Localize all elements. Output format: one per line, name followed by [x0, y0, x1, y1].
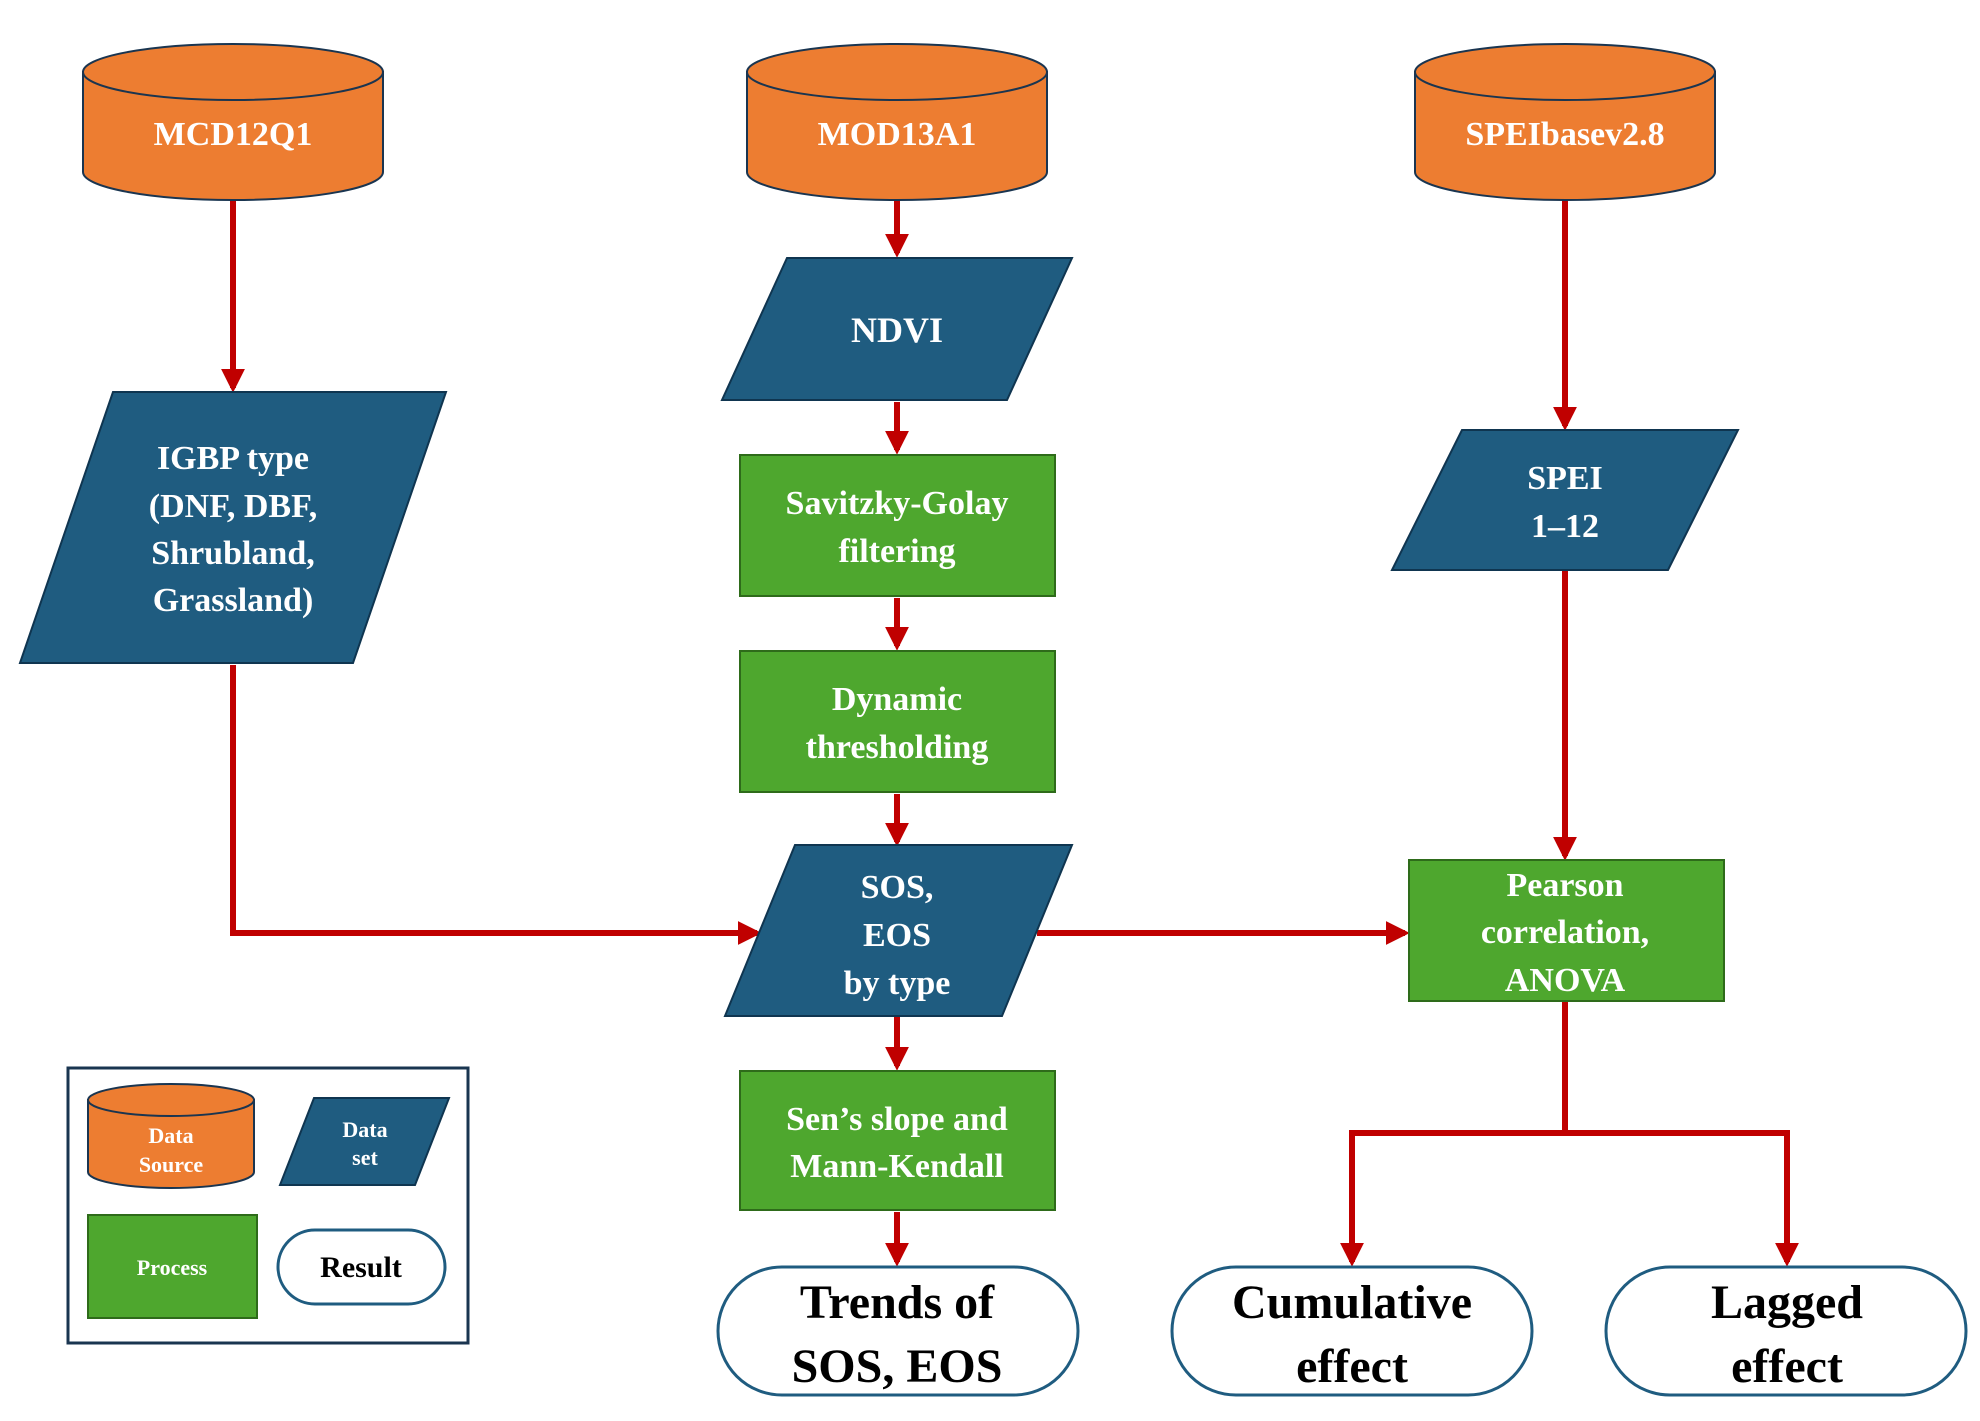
result-lagged: Lagged effect [1604, 1265, 1968, 1397]
mod13a1-label: MOD13A1 [818, 116, 977, 153]
data-source-mcd12q1: MCD12Q1 [82, 43, 384, 201]
arrow-pearson-to-cumulative [1340, 1002, 1568, 1267]
legend-data-source-line-2: Source [139, 1152, 204, 1177]
result-cumulative: Cumulative effect [1170, 1265, 1534, 1397]
process-dyn-thresh: Dynamic thresholding [739, 650, 1056, 793]
spei-line-2: 1–12 [1531, 508, 1599, 545]
lagged-line-1: Lagged [1711, 1276, 1863, 1329]
legend-process-label: Process [137, 1255, 208, 1280]
process-pearson: Pearson correlation, ANOVA [1408, 859, 1725, 1002]
igbp-line-4: Grassland) [153, 582, 314, 619]
mcd12q1-label: MCD12Q1 [154, 116, 313, 153]
cumulative-line-2: effect [1296, 1340, 1408, 1393]
sos-eos-line-1: SOS, [861, 869, 934, 906]
data-set-spei: SPEI 1–12 [1390, 429, 1740, 571]
dyn-thresh-line-1: Dynamic [832, 681, 962, 718]
legend-data-set-line-1: Data [342, 1117, 387, 1142]
sos-eos-line-3: by type [844, 965, 951, 1002]
legend-process: Process [87, 1214, 258, 1319]
legend-data-set-line-2: set [352, 1145, 378, 1170]
igbp-line-3: Shrubland, [151, 535, 315, 572]
ndvi-label: NDVI [851, 310, 943, 350]
process-sg-filter: Savitzky-Golay filtering [739, 454, 1056, 597]
legend-result-label: Result [320, 1251, 402, 1284]
legend-data-set: Data set [278, 1097, 451, 1186]
pearson-line-1: Pearson [1506, 867, 1623, 904]
legend-data-source-line-1: Data [148, 1123, 193, 1148]
trends-line-2: SOS, EOS [792, 1340, 1003, 1393]
sens-line-1: Sen’s slope and [786, 1101, 1008, 1138]
arrow-igbp-to-sos-eos [230, 665, 762, 945]
data-set-ndvi: NDVI [720, 257, 1074, 401]
sg-filter-line-1: Savitzky-Golay [786, 485, 1009, 522]
sens-line-2: Mann-Kendall [790, 1148, 1003, 1185]
pearson-line-3: ANOVA [1505, 962, 1626, 999]
igbp-line-2: (DNF, DBF, [149, 488, 317, 525]
dyn-thresh-line-2: thresholding [806, 729, 989, 766]
legend: Data Source Data set Process Result [66, 1066, 470, 1345]
legend-result: Result [276, 1228, 447, 1306]
legend-data-source: Data Source [87, 1083, 255, 1189]
process-sens: Sen’s slope and Mann-Kendall [739, 1070, 1056, 1211]
data-set-igbp: IGBP type (DNF, DBF, Shrubland, Grasslan… [18, 391, 448, 664]
data-set-sos-eos: SOS, EOS by type [723, 844, 1074, 1017]
sg-filter-line-2: filtering [838, 533, 955, 570]
lagged-line-2: effect [1731, 1340, 1843, 1393]
arrow-pearson-to-lagged [1565, 1130, 1799, 1267]
igbp-line-1: IGBP type [157, 440, 309, 477]
speibase-label: SPEIbasev2.8 [1465, 116, 1664, 153]
cumulative-line-1: Cumulative [1232, 1276, 1472, 1329]
data-source-mod13a1: MOD13A1 [746, 43, 1048, 201]
result-trends: Trends of SOS, EOS [716, 1265, 1080, 1397]
trends-line-1: Trends of [800, 1276, 995, 1329]
data-source-speibase: SPEIbasev2.8 [1414, 43, 1716, 201]
spei-line-1: SPEI [1527, 460, 1603, 497]
connectors [221, 200, 1799, 1267]
sos-eos-line-2: EOS [863, 917, 931, 954]
pearson-line-2: correlation, [1481, 914, 1649, 951]
